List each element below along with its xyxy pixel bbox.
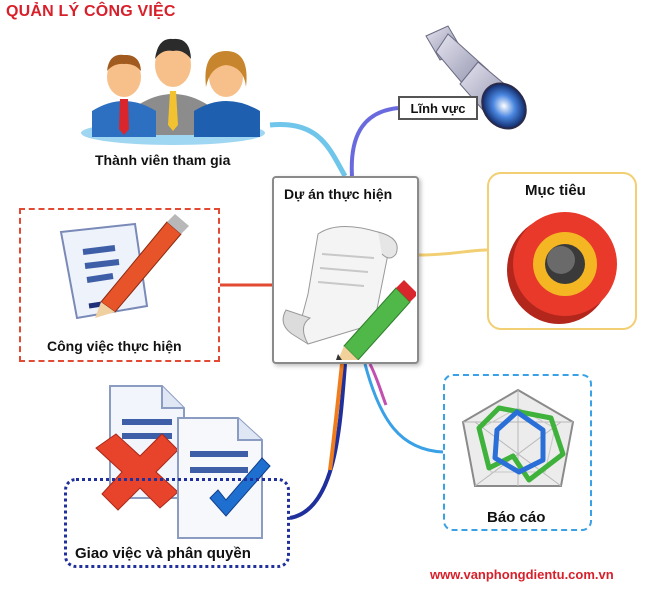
link-members — [269, 121, 348, 178]
page-title: QUẢN LÝ CÔNG VIỆC — [6, 3, 176, 20]
link-assign-orange — [328, 363, 344, 471]
document-pen-icon — [59, 214, 189, 320]
field-node: Lĩnh vực — [398, 96, 478, 120]
work-label: Công việc thực hiện — [47, 338, 182, 354]
center-node: Dự án thực hiện — [272, 176, 419, 364]
report-node: Báo cáo — [443, 374, 592, 531]
website-url: www.vanphongdientu.com.vn — [430, 567, 614, 582]
link-goal — [418, 248, 488, 257]
link-field — [349, 106, 399, 177]
radar-chart-icon — [461, 388, 575, 487]
link-assign — [289, 363, 347, 520]
assign-label: Giao việc và phân quyền — [75, 545, 251, 562]
telescope-icon — [425, 25, 527, 130]
center-label: Dự án thực hiện — [284, 186, 393, 202]
assign-node: Giao việc và phân quyền — [64, 478, 290, 568]
link-report — [363, 363, 444, 454]
link-report-pink — [368, 363, 388, 406]
goal-node: Mục tiêu — [487, 172, 637, 330]
documents-check-cross-icon — [95, 385, 271, 539]
scroll-pencil-icon — [282, 225, 416, 360]
target-icon — [507, 212, 617, 324]
report-label: Báo cáo — [487, 509, 546, 526]
work-node: Công việc thực hiện — [19, 208, 220, 362]
members-label: Thành viên tham gia — [95, 152, 231, 168]
people-icon — [81, 38, 265, 145]
goal-label: Mục tiêu — [525, 182, 586, 199]
field-label: Lĩnh vực — [410, 101, 466, 116]
